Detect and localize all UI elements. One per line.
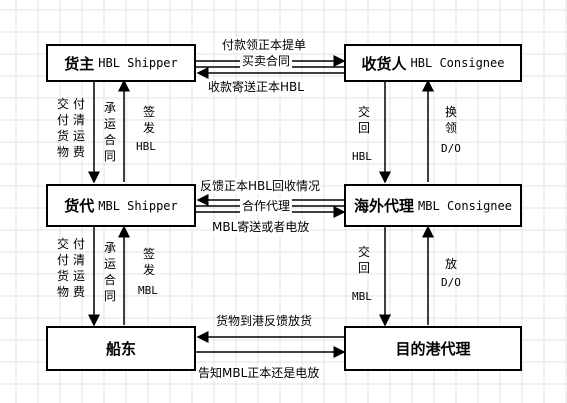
- label-send: MBL寄送或者电放: [212, 220, 310, 235]
- box-carrier: 船东: [46, 326, 196, 371]
- label-contract: 买卖合同: [240, 54, 293, 69]
- left-bottom-mbl: MBL: [138, 284, 158, 297]
- left-bottom-col-d: 签发: [142, 247, 155, 277]
- right-top-hbl: HBL: [352, 150, 372, 163]
- left-top-hbl: HBL: [136, 140, 156, 153]
- label-notify: 告知MBL正本还是电放: [198, 366, 320, 381]
- left-bottom-col-c: 承运合同: [103, 241, 116, 303]
- left-top-col-d: 签发: [142, 105, 155, 135]
- left-top-col-c: 承运合同: [103, 101, 116, 163]
- label-coop: 合作代理: [240, 199, 293, 214]
- box-overseas-agent: 海外代理 MBL Consignee: [344, 184, 522, 227]
- label-feedback: 反馈正本HBL回收情况: [200, 179, 320, 194]
- right-bottom-col-a: 交回: [357, 245, 370, 275]
- label-collect: 收款寄送正本HBL: [208, 80, 304, 95]
- left-bottom-col-b: 付清运费: [72, 237, 85, 299]
- right-bottom-col-c: 放: [444, 257, 457, 271]
- right-bottom-mbl: MBL: [352, 290, 372, 303]
- box-shipper-cn: 货主: [64, 54, 95, 73]
- box-consignee-cn: 收货人: [361, 54, 407, 73]
- label-pay: 付款领正本提单: [222, 38, 307, 53]
- box-forwarder-cn: 货代: [64, 197, 95, 215]
- right-bottom-do: D/O: [441, 276, 461, 289]
- box-forwarder-en: MBL Shipper: [98, 198, 178, 213]
- box-consignee-en: HBL Consignee: [410, 56, 505, 70]
- box-forwarder: 货代 MBL Shipper: [46, 184, 196, 227]
- right-top-col-c: 换领: [444, 105, 457, 135]
- left-bottom-col-a: 交付货物: [56, 237, 69, 299]
- left-top-col-b: 付清运费: [72, 97, 85, 159]
- box-shipper: 货主 HBL Shipper: [46, 44, 196, 82]
- box-shipper-en: HBL Shipper: [98, 56, 178, 70]
- box-overseas-agent-cn: 海外代理: [354, 197, 415, 215]
- box-consignee: 收货人 HBL Consignee: [344, 44, 522, 82]
- box-overseas-agent-en: MBL Consignee: [418, 198, 512, 213]
- right-top-col-a: 交回: [357, 105, 370, 135]
- box-dest-agent-cn: 目的港代理: [395, 340, 471, 358]
- box-dest-agent: 目的港代理: [344, 326, 522, 371]
- left-top-col-a: 交付货物: [56, 97, 69, 159]
- box-carrier-cn: 船东: [105, 340, 136, 358]
- label-arrival: 货物到港反馈放货: [216, 314, 313, 329]
- right-top-do: D/O: [441, 142, 461, 155]
